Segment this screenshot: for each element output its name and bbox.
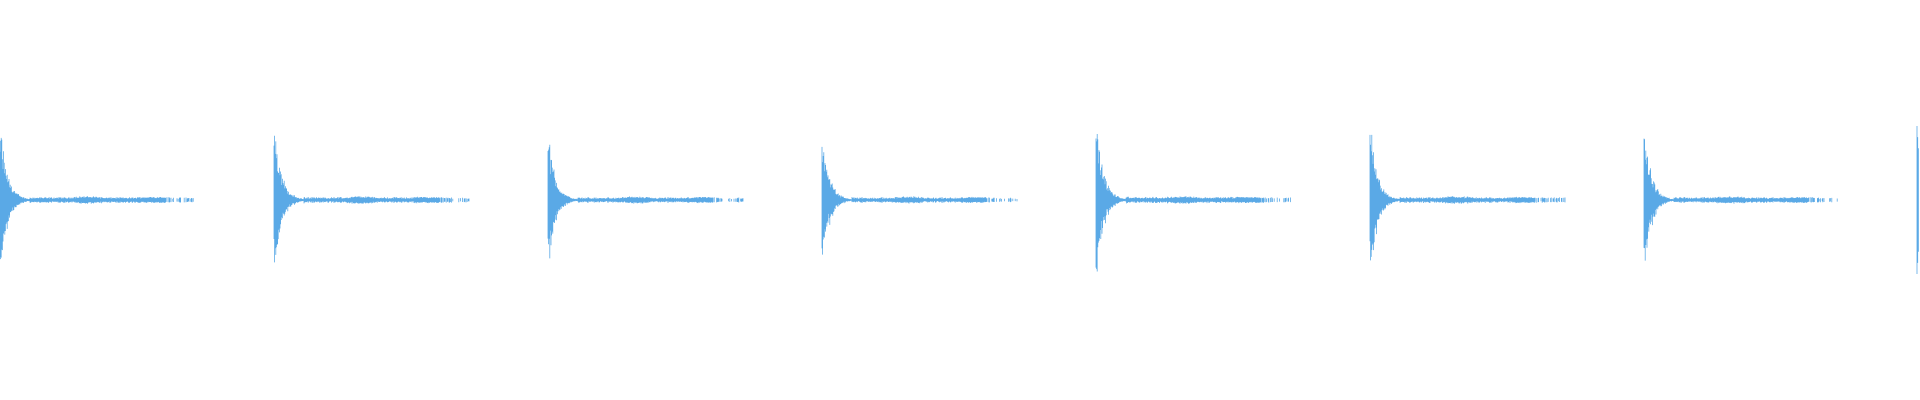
waveform-pulse-trace (1095, 134, 1291, 272)
waveform-pulse (547, 144, 744, 259)
waveform-pulse (1369, 134, 1566, 261)
waveform-pulse (821, 146, 1018, 255)
waveform-pulse (1916, 126, 1919, 274)
waveform-pulse-trace (0, 137, 194, 260)
waveform-pulse (273, 135, 470, 263)
waveform-pulse-trace (547, 144, 744, 259)
waveform-pulse-trace (821, 146, 1018, 255)
waveform-pulse (0, 137, 194, 260)
waveform-pulse-trace (1916, 126, 1919, 274)
waveform-pulse (1095, 134, 1291, 272)
waveform-pulse-trace (273, 135, 470, 263)
waveform-pulse-trace (1369, 134, 1566, 261)
waveform-pulse (1643, 138, 1838, 261)
